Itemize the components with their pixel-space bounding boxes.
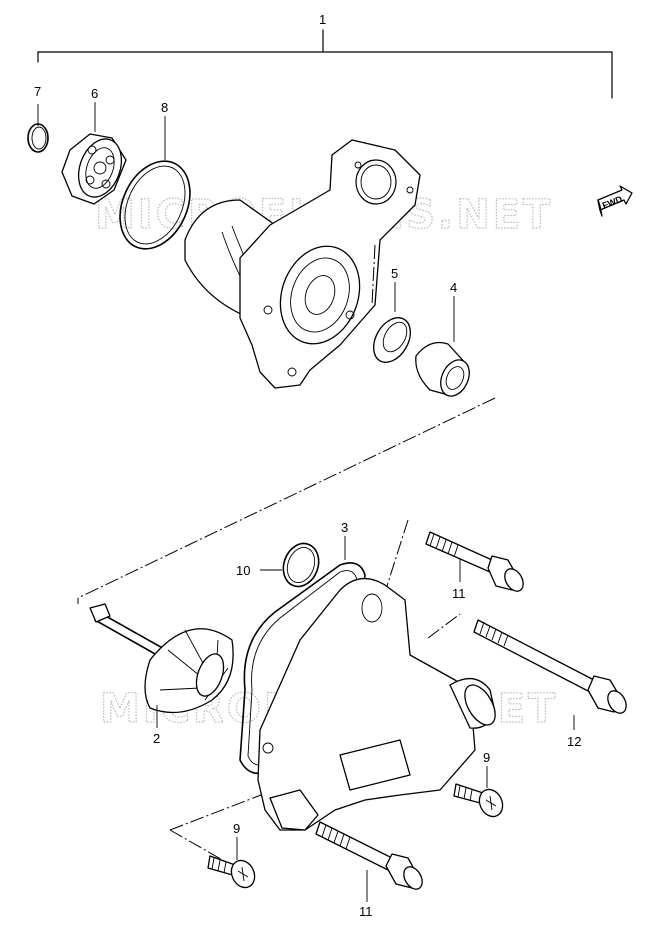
part-circlip bbox=[27, 104, 49, 153]
part-gasket bbox=[239, 536, 366, 775]
callout-9-right: 9 bbox=[483, 750, 490, 765]
callout-7: 7 bbox=[34, 84, 41, 99]
assembly-bracket bbox=[37, 29, 613, 99]
callout-11-upper: 11 bbox=[452, 586, 466, 601]
part-bolt-upper bbox=[425, 531, 524, 592]
part-bearing bbox=[61, 102, 127, 205]
callout-1: 1 bbox=[319, 12, 326, 27]
part-bolt-long bbox=[473, 619, 627, 730]
callout-11-lower: 11 bbox=[359, 904, 373, 919]
part-pump-cover bbox=[257, 578, 496, 831]
callout-5: 5 bbox=[391, 266, 398, 281]
callout-6: 6 bbox=[91, 86, 98, 101]
part-impeller bbox=[89, 603, 234, 728]
part-oil-seal bbox=[373, 282, 411, 363]
callout-8: 8 bbox=[161, 100, 168, 115]
callout-3: 3 bbox=[341, 520, 348, 535]
fwd-arrow-icon: FWD bbox=[597, 185, 633, 217]
callout-4: 4 bbox=[450, 280, 457, 295]
part-mechanical-seal bbox=[415, 296, 470, 397]
fwd-label: FWD bbox=[601, 194, 624, 211]
part-screw-right bbox=[453, 766, 504, 818]
part-screw-left bbox=[207, 837, 256, 889]
part-o-ring-large bbox=[119, 116, 191, 250]
callout-10: 10 bbox=[236, 563, 250, 578]
callout-12: 12 bbox=[567, 734, 581, 749]
callout-2: 2 bbox=[153, 731, 160, 746]
callout-9-left: 9 bbox=[233, 821, 240, 836]
part-bolt-lower bbox=[315, 821, 423, 902]
part-o-ring-small bbox=[260, 542, 320, 588]
part-pump-housing-upper bbox=[184, 139, 421, 389]
